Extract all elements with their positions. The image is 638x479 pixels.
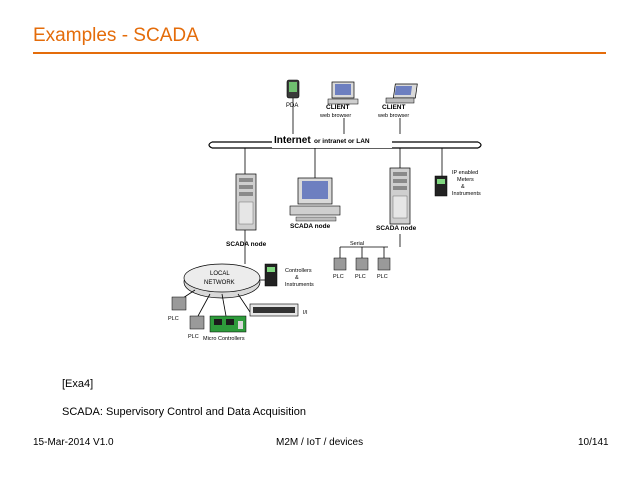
footer-date: 15-Mar-2014 V1.0 bbox=[33, 437, 114, 448]
controllers-label-3: Instruments bbox=[285, 282, 314, 288]
local-network: LOCAL NETWORK bbox=[183, 263, 270, 299]
internet-backbone: Internet or intranet or LAN bbox=[208, 134, 482, 149]
io-label: I/I bbox=[303, 310, 308, 316]
pda-label: PDA bbox=[286, 103, 298, 109]
internet-label: Internet bbox=[274, 135, 311, 146]
footer-page-number: 10/141 bbox=[578, 437, 609, 448]
micro-controllers-label: Micro Controllers bbox=[203, 336, 245, 342]
plc-bottom-label: PLC bbox=[188, 334, 199, 340]
controllers-label-1: Controllers bbox=[285, 268, 312, 274]
ip-label-4: Instruments bbox=[452, 191, 481, 197]
client1-subtitle: web browser bbox=[319, 113, 351, 119]
scada-node-center-label: SCADA node bbox=[290, 223, 331, 230]
client2-subtitle: web browser bbox=[377, 113, 409, 119]
plc-left-label: PLC bbox=[168, 316, 179, 322]
ip-label-3: & bbox=[461, 184, 465, 190]
serial-bus: Serial PLC PLC PLC bbox=[333, 241, 391, 280]
footer-topic: M2M / IoT / devices bbox=[276, 437, 364, 448]
scada-node-center: SCADA node bbox=[289, 148, 341, 230]
ip-label-1: IP enabled bbox=[452, 170, 478, 176]
controllers-instruments: Controllers & Instruments bbox=[264, 263, 314, 288]
serial-plc-3-label: PLC bbox=[377, 274, 388, 280]
slide-title: Examples - SCADA bbox=[33, 25, 199, 46]
scada-node-right: SCADA node bbox=[376, 148, 417, 247]
caption-text: SCADA: Supervisory Control and Data Acqu… bbox=[62, 406, 306, 418]
client2-title: CLIENT bbox=[382, 104, 406, 111]
pda-device: PDA bbox=[286, 79, 300, 134]
caption-reference: [Exa4] bbox=[62, 378, 94, 390]
plc-left: PLC bbox=[168, 289, 196, 322]
local-network-label-1: LOCAL bbox=[210, 271, 230, 277]
client-laptop: CLIENT web browser bbox=[377, 83, 418, 134]
serial-label: Serial bbox=[350, 241, 364, 247]
controllers-label-2: & bbox=[295, 275, 299, 281]
client1-title: CLIENT bbox=[326, 104, 350, 111]
serial-plc-1-label: PLC bbox=[333, 274, 344, 280]
scada-node-right-label: SCADA node bbox=[376, 225, 417, 232]
micro-controllers: Micro Controllers bbox=[203, 293, 247, 342]
local-network-label-2: NETWORK bbox=[204, 280, 235, 286]
client-desktop: CLIENT web browser bbox=[319, 81, 359, 134]
scada-node-left: SCADA node bbox=[226, 148, 267, 264]
scada-diagram: Internet or intranet or LAN PDA CLIENT w… bbox=[168, 79, 482, 342]
io-rack: I/I bbox=[237, 293, 308, 317]
ip-label-2: Meters bbox=[457, 177, 474, 183]
serial-plc-2-label: PLC bbox=[355, 274, 366, 280]
internet-sub-label: or intranet or LAN bbox=[314, 138, 370, 145]
scada-node-left-label: SCADA node bbox=[226, 241, 267, 248]
title-rule bbox=[33, 52, 606, 54]
ip-meter-device: IP enabled Meters & Instruments bbox=[434, 148, 481, 197]
plc-bottom: PLC bbox=[188, 293, 211, 340]
